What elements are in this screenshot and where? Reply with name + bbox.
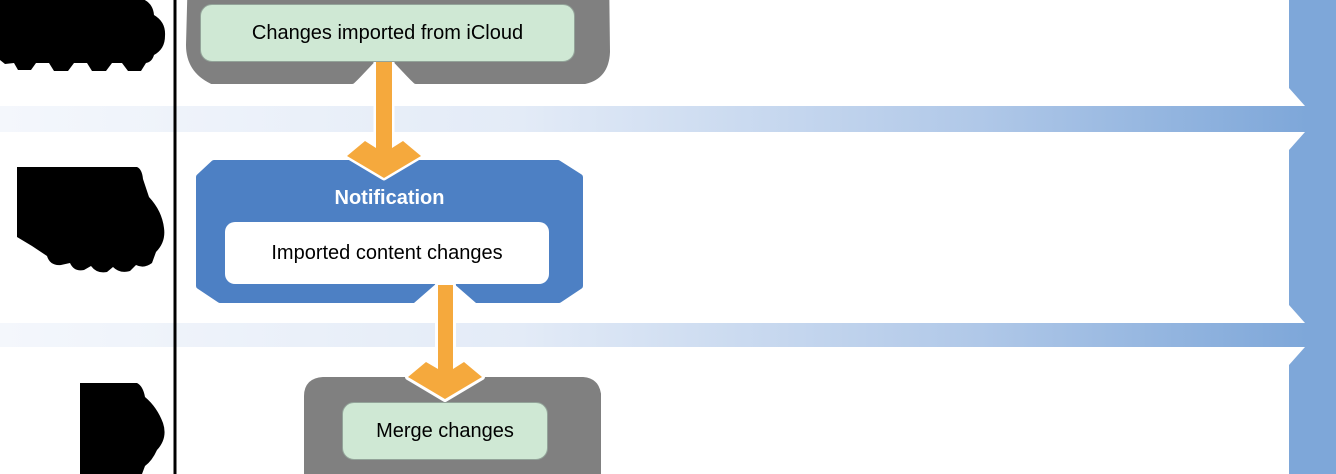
swimlane-band-top xyxy=(0,106,1306,132)
redacted-label-blob-1 xyxy=(0,0,166,71)
notification-title: Notification xyxy=(334,186,445,209)
notification-message-box: Imported content changes xyxy=(225,222,549,284)
swimlane-band-bottom xyxy=(0,323,1306,347)
redacted-label-blob-3 xyxy=(80,383,165,474)
node-changes-imported: Changes imported from iCloud xyxy=(200,4,575,62)
node-merge-changes: Merge changes xyxy=(342,402,548,460)
arrow-down-icon-1 xyxy=(344,53,424,181)
swimlane-divider-line xyxy=(173,0,177,474)
redacted-label-blob-2 xyxy=(17,167,165,273)
flow-rail xyxy=(1289,0,1336,474)
arrow-down-icon-2 xyxy=(405,282,485,402)
